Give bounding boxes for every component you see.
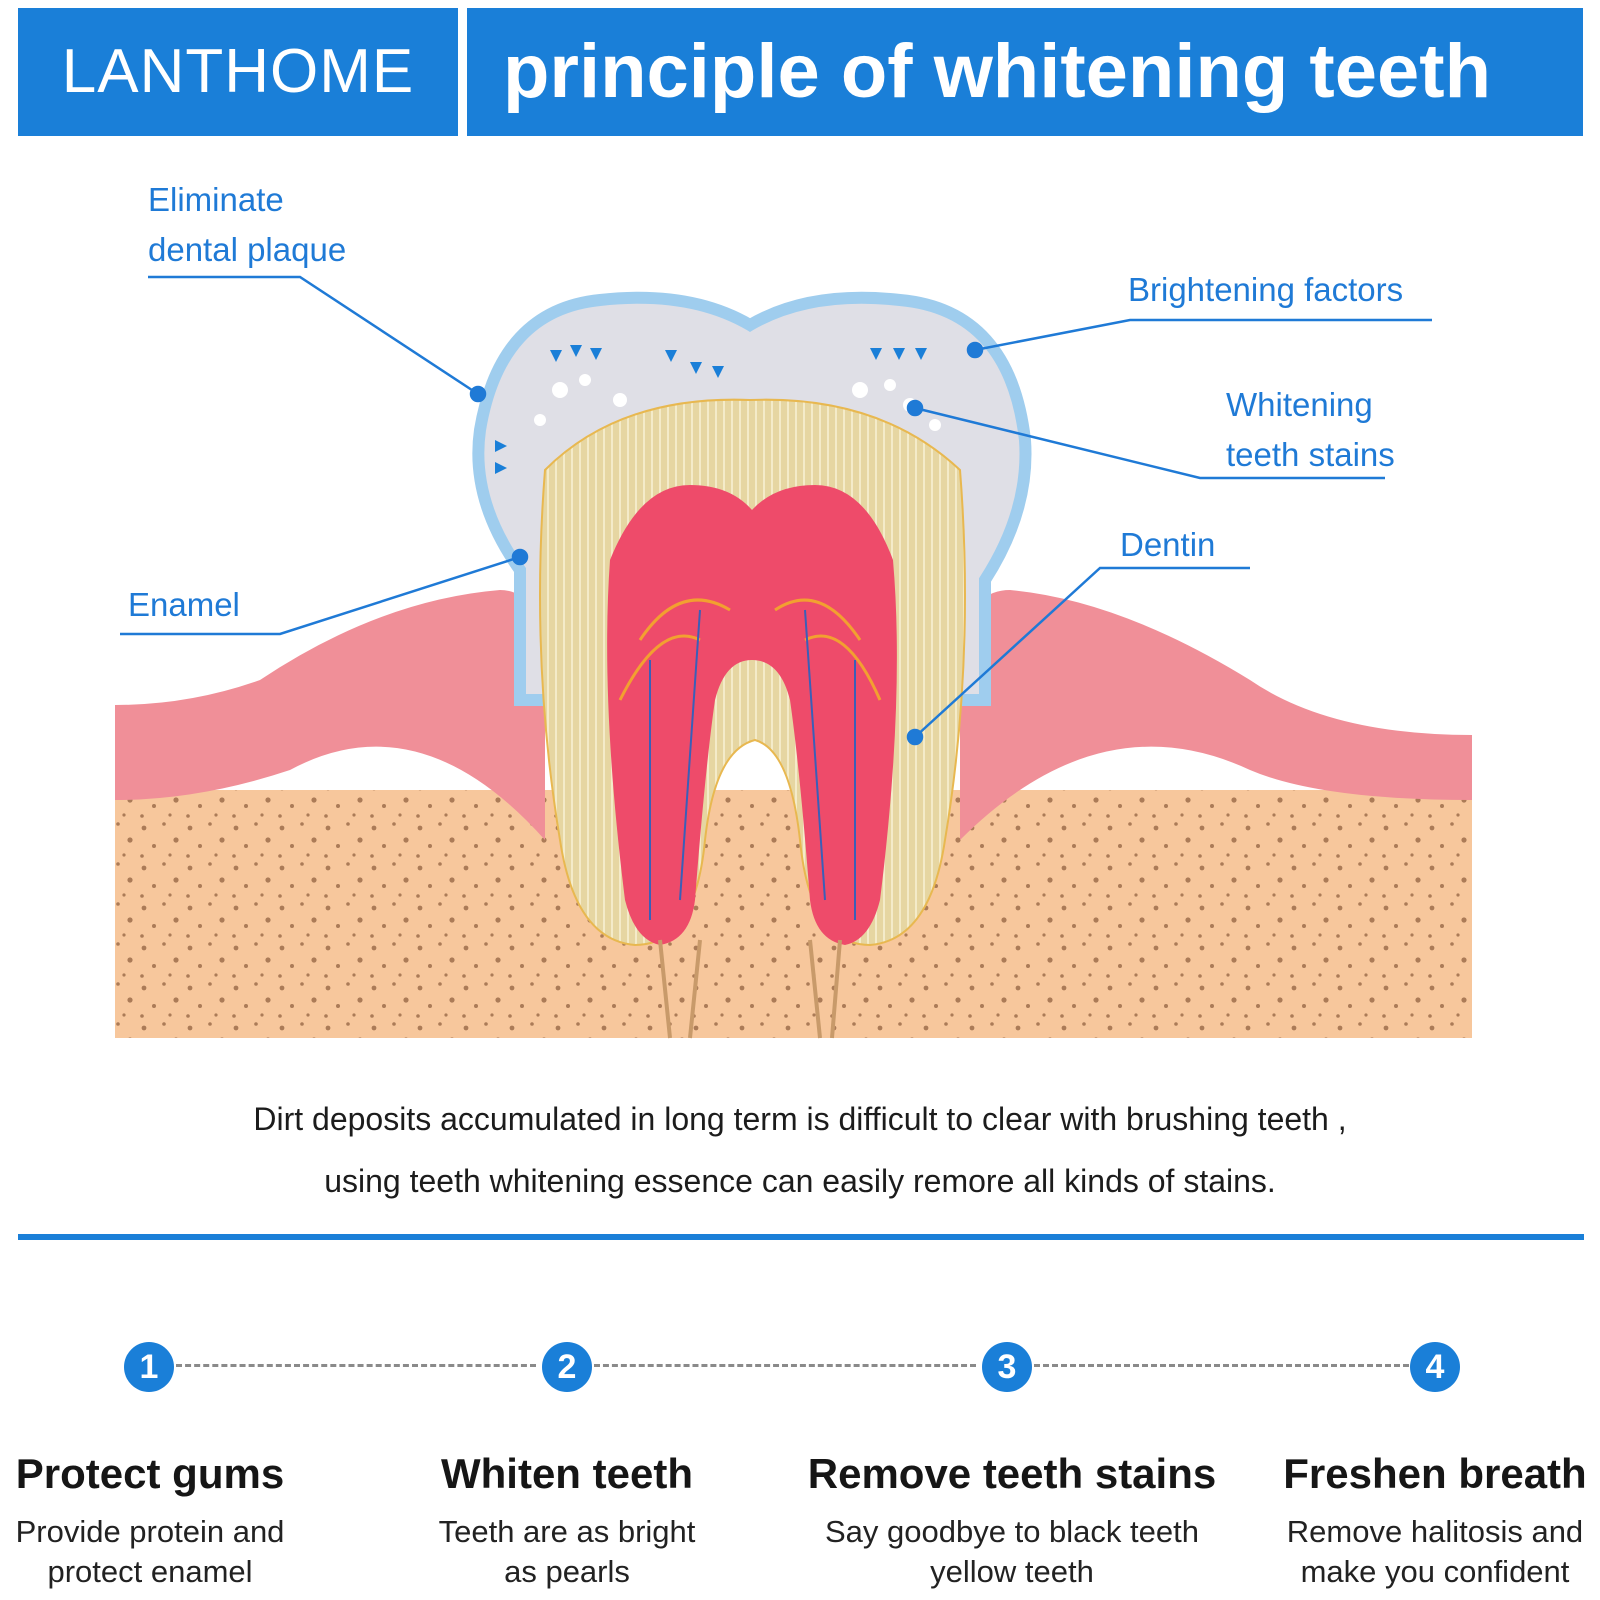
step-desc-line: Remove halitosis and [1286, 1514, 1584, 1549]
title-banner: principle of whitening teeth [467, 8, 1583, 136]
description-line1: Dirt deposits accumulated in long term i… [253, 1101, 1347, 1137]
label-eliminate-plaque-line1: Eliminate [148, 181, 284, 218]
brand-name: LANTHOME [61, 37, 415, 106]
step-title-whiten-teeth: Whiten teeth [441, 1450, 693, 1497]
step-title-protect-gums: Protect gums [15, 1450, 285, 1497]
step-desc-line: Provide protein and [15, 1514, 285, 1549]
description-line2: using teeth whitening essence can easily… [324, 1163, 1276, 1199]
timeline-connector [594, 1364, 976, 1367]
page-title: principle of whitening teeth [503, 29, 1491, 114]
label-dentin: Dentin [1120, 526, 1216, 563]
brightening-arrows-icon [495, 345, 927, 474]
step-desc-line: make you confident [1300, 1554, 1570, 1589]
tooth-cross-section-diagram [115, 275, 1472, 1039]
step-desc-line: protect enamel [47, 1554, 253, 1589]
step-number-badge: 3 [982, 1342, 1032, 1392]
step-title-freshen-breath: Freshen breath [1283, 1450, 1587, 1497]
label-brightening-factors: Brightening factors [1128, 271, 1404, 308]
timeline-connector [1034, 1364, 1418, 1367]
root-nerves [658, 939, 842, 1039]
step-desc-line: Say goodbye to black teeth [825, 1514, 1199, 1549]
step-desc-whiten-teeth: Teeth are as bright as pearls [357, 1512, 777, 1592]
brand-banner: LANTHOME [18, 8, 458, 136]
label-enamel: Enamel [128, 586, 240, 623]
step-desc-freshen-breath: Remove halitosis and make you confident [1225, 1512, 1600, 1592]
step-number-badge: 4 [1410, 1342, 1460, 1392]
section-divider [18, 1234, 1584, 1240]
timeline-connector [176, 1364, 536, 1367]
label-whitening-line2: teeth stains [1226, 436, 1395, 473]
step-desc-line: Teeth are as bright [438, 1514, 696, 1549]
step-desc-remove-stains: Say goodbye to black teeth yellow teeth [802, 1512, 1222, 1592]
jaw-bone [115, 790, 1472, 1038]
gum-tissue [115, 590, 1472, 840]
label-whitening-line1: Whitening [1226, 386, 1373, 423]
step-desc-protect-gums: Provide protein and protect enamel [0, 1512, 360, 1592]
step-number-badge: 2 [542, 1342, 592, 1392]
step-number-badge: 1 [124, 1342, 174, 1392]
label-eliminate-plaque-line2: dental plaque [148, 231, 347, 268]
callout-lines [120, 275, 1432, 746]
step-desc-line: yellow teeth [930, 1554, 1094, 1589]
step-desc-line: as pearls [504, 1554, 630, 1589]
tooth-pulp [607, 485, 897, 945]
step-title-remove-stains: Remove teeth stains [807, 1450, 1217, 1497]
